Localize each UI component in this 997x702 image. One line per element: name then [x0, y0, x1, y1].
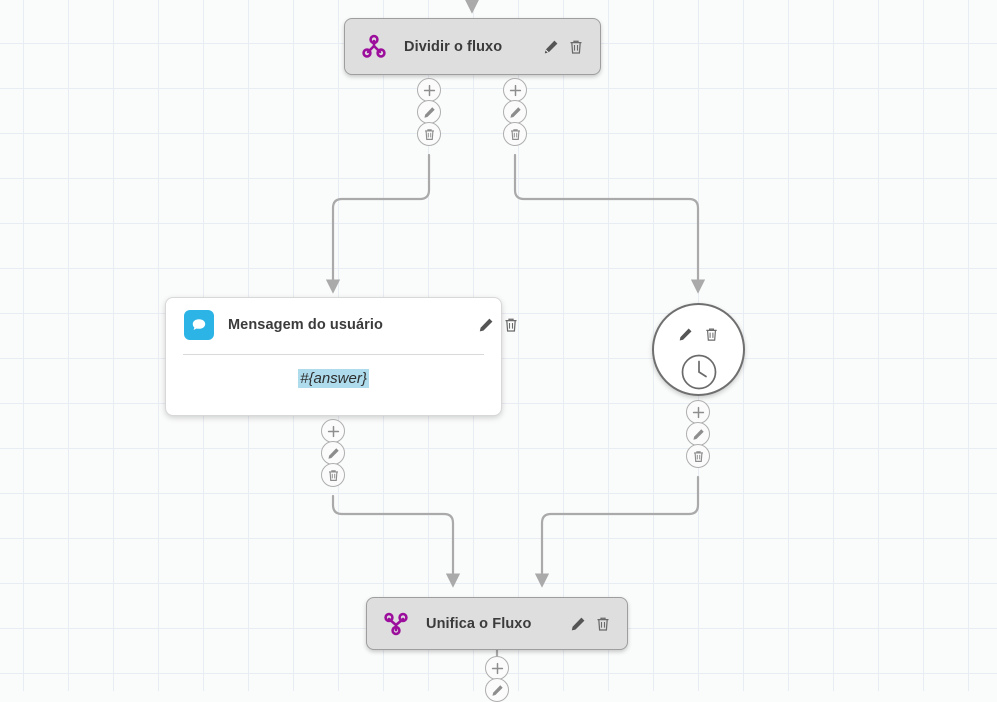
split-flow-icon	[361, 34, 387, 60]
node-delay[interactable]	[652, 303, 745, 396]
add-node-button[interactable]	[321, 419, 345, 443]
node-message-body: #{answer}	[166, 355, 501, 401]
connector-stack-split-right[interactable]	[503, 78, 527, 146]
edit-icon[interactable]	[543, 39, 559, 55]
delete-icon[interactable]	[568, 39, 584, 55]
delete-icon[interactable]	[503, 122, 527, 146]
delete-icon[interactable]	[686, 444, 710, 468]
merge-flow-icon	[383, 611, 409, 637]
edit-icon[interactable]	[503, 100, 527, 124]
delete-icon[interactable]	[503, 317, 519, 333]
delete-icon[interactable]	[595, 616, 611, 632]
node-split-flow[interactable]: Dividir o fluxo	[344, 18, 601, 75]
node-divider	[183, 354, 484, 355]
edit-icon[interactable]	[321, 441, 345, 465]
node-user-message[interactable]: Mensagem do usuário #{answer}	[165, 297, 517, 416]
node-split-title: Dividir o fluxo	[404, 38, 503, 55]
add-node-button[interactable]	[503, 78, 527, 102]
edit-icon[interactable]	[570, 616, 586, 632]
clock-icon	[680, 353, 718, 396]
node-merge-title: Unifica o Fluxo	[426, 615, 532, 632]
edit-icon[interactable]	[485, 678, 509, 702]
delete-icon[interactable]	[704, 327, 720, 343]
edit-icon[interactable]	[686, 422, 710, 446]
connector-stack-split-left[interactable]	[417, 78, 441, 146]
delay-node-actions	[654, 327, 743, 343]
chat-bubble-icon	[184, 310, 214, 340]
delete-icon[interactable]	[417, 122, 441, 146]
node-merge-flow[interactable]: Unifica o Fluxo	[366, 597, 628, 650]
connector-stack-message[interactable]	[321, 419, 345, 487]
add-node-button[interactable]	[686, 400, 710, 424]
node-message-title: Mensagem do usuário	[228, 317, 383, 333]
edit-icon[interactable]	[478, 317, 494, 333]
edit-icon[interactable]	[678, 327, 694, 343]
connector-stack-merge[interactable]	[485, 656, 509, 702]
add-node-button[interactable]	[485, 656, 509, 680]
node-message-header: Mensagem do usuário	[166, 298, 537, 340]
message-token: #{answer}	[298, 368, 369, 388]
connector-stack-delay[interactable]	[686, 400, 710, 468]
clock-icon-wrap	[654, 353, 743, 396]
add-node-button[interactable]	[417, 78, 441, 102]
edit-icon[interactable]	[417, 100, 441, 124]
delete-icon[interactable]	[321, 463, 345, 487]
